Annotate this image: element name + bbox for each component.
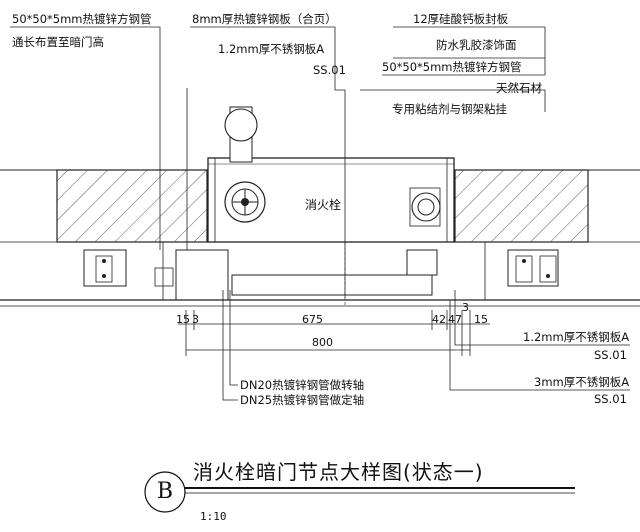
title-badge-circle — [144, 471, 186, 513]
drawing-scale: 1:10 — [200, 510, 227, 523]
label-ss-code-top: SS.01 — [313, 63, 346, 77]
steel-frame-left — [83, 242, 174, 300]
stone-layer-left — [56, 169, 208, 243]
dim-15-right: 15 — [474, 313, 488, 326]
drawing-title: 消火栓暗门节点大样图(状态一) — [193, 460, 484, 484]
label-adhesive: 专用粘结剂与钢架粘挂 — [392, 102, 507, 116]
dim-3-left: 3 — [192, 313, 199, 326]
fire-hydrant-cabinet — [207, 106, 455, 243]
dim-3-right: 3 — [462, 301, 469, 314]
dimension-lines — [178, 310, 490, 356]
label-ss-code-2: SS.01 — [594, 392, 627, 406]
label-gypsum: 12厚硅酸钙板封板 — [413, 12, 509, 26]
label-ss-3mm: 3mm厚不锈钢板A — [534, 375, 630, 389]
label-ss-plate-top: 1.2mm厚不锈钢板A — [218, 42, 325, 56]
leader-lines — [10, 26, 630, 401]
label-ss-plate-bottom: 1.2mm厚不锈钢板A — [523, 330, 630, 344]
label-ss-code-1: SS.01 — [594, 348, 627, 362]
label-pipe-steel-left: 50*50*5mm热镀锌方钢管 — [12, 12, 152, 26]
label-pipe-note: 通长布置至暗门高 — [12, 35, 104, 49]
label-pipe-steel-right: 50*50*5mm热镀锌方钢管 — [382, 60, 522, 74]
label-fire-hydrant: 消火栓 — [305, 198, 342, 212]
dim-47: 47 — [448, 313, 462, 326]
dim-42: 42 — [432, 313, 446, 326]
door-panel — [175, 242, 438, 305]
stone-layer-right — [454, 169, 589, 243]
label-dn20: DN20热镀锌钢管做转轴 — [240, 378, 365, 392]
steel-frame-right — [484, 242, 559, 300]
label-paint: 防水乳胶漆饰面 — [436, 38, 517, 52]
dim-15-left: 15 — [176, 313, 190, 326]
label-stone: 天然石材 — [496, 81, 542, 95]
label-plate-8mm: 8mm厚热镀锌钢板（合页） — [192, 12, 337, 26]
title-badge: B — [156, 479, 174, 504]
dim-675: 675 — [302, 313, 323, 326]
label-dn25: DN25热镀锌钢管做定轴 — [240, 393, 365, 407]
dim-800: 800 — [312, 336, 333, 349]
